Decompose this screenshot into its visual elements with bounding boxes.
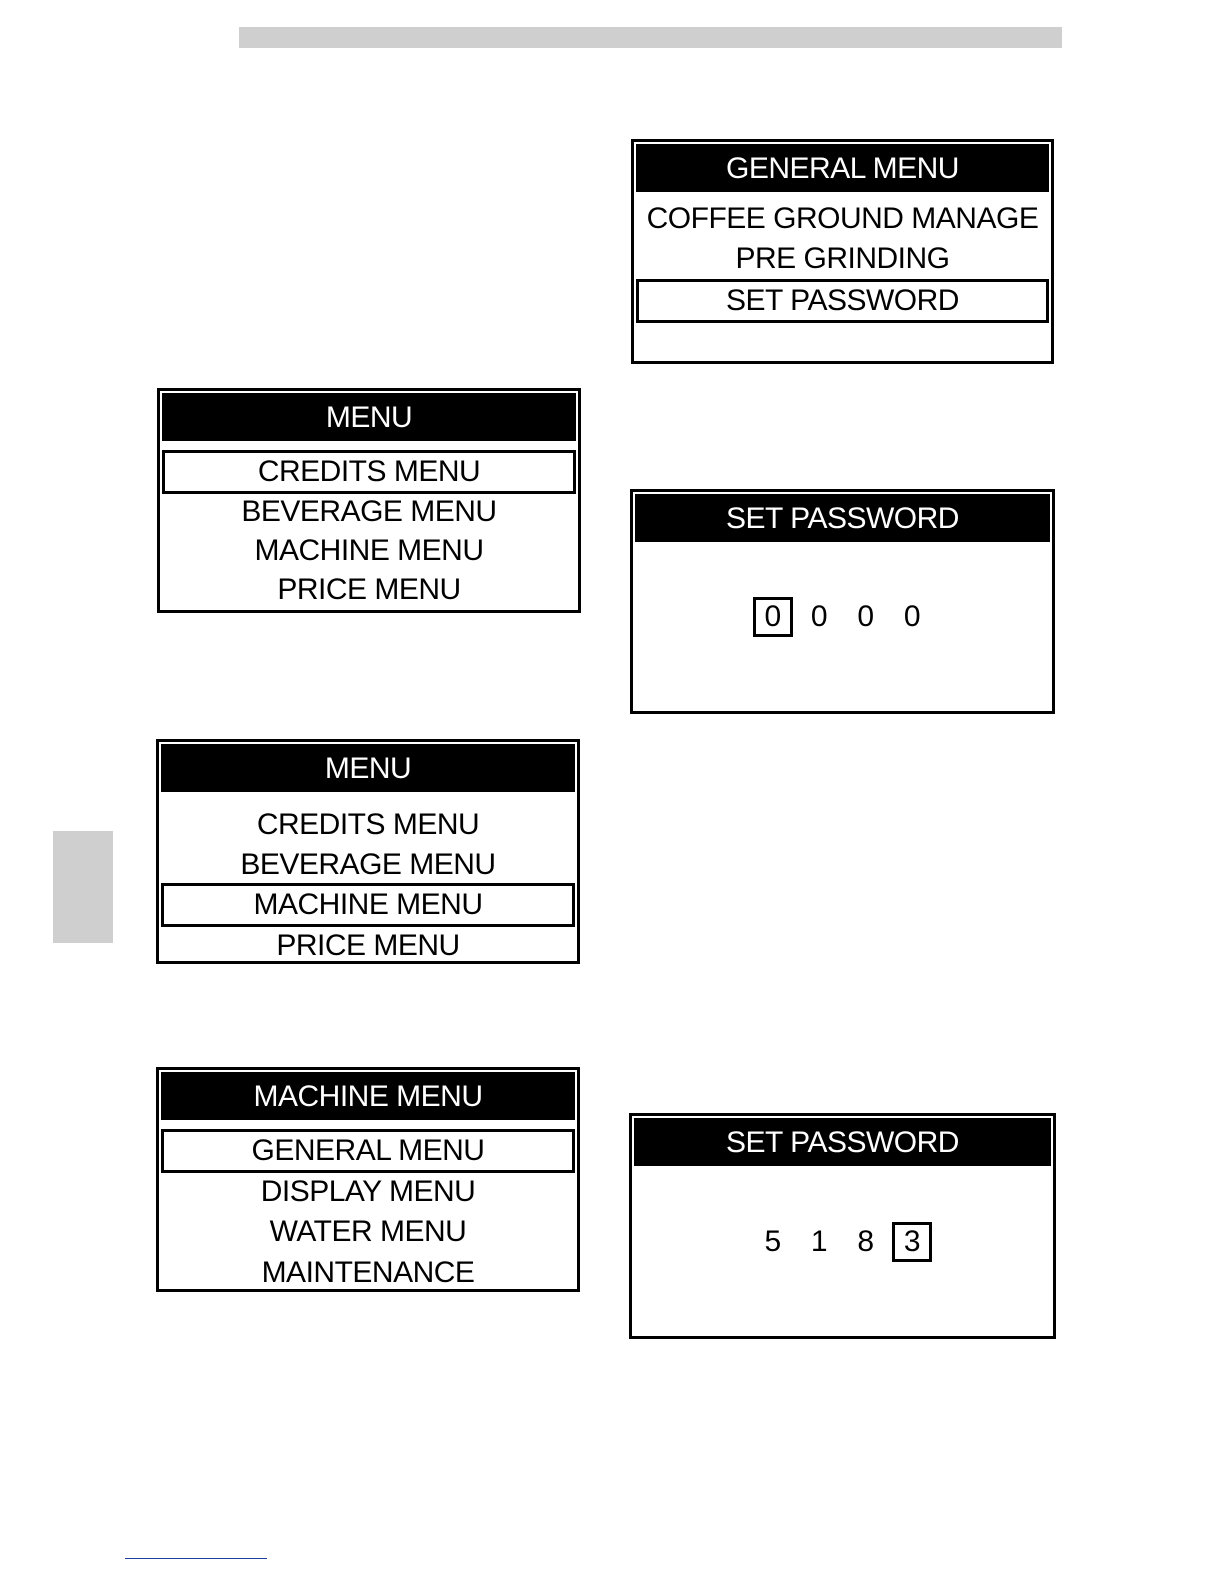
menu-item[interactable]: CREDITS MENU bbox=[161, 805, 575, 845]
menu-item-selected[interactable]: MACHINE MENU bbox=[161, 883, 575, 927]
password-digit[interactable]: 1 bbox=[799, 1222, 839, 1262]
menu-item-selected[interactable]: CREDITS MENU bbox=[162, 450, 576, 494]
menu-item-selected[interactable]: SET PASSWORD bbox=[636, 279, 1049, 323]
password-digit[interactable]: 8 bbox=[846, 1222, 886, 1262]
password-digits: 5 1 8 3 bbox=[632, 1222, 1053, 1262]
menu-screen: MENU CREDITS MENU BEVERAGE MENU MACHINE … bbox=[157, 388, 581, 613]
password-digit-selected[interactable]: 0 bbox=[753, 597, 793, 637]
set-password-screen: SET PASSWORD 0 0 0 0 bbox=[630, 489, 1055, 714]
password-digit[interactable]: 5 bbox=[753, 1222, 793, 1262]
password-digits: 0 0 0 0 bbox=[633, 597, 1052, 637]
screen-title: MENU bbox=[161, 744, 575, 792]
set-password-screen: SET PASSWORD 5 1 8 3 bbox=[629, 1113, 1056, 1339]
screen-title: SET PASSWORD bbox=[634, 1118, 1051, 1166]
footer-rule bbox=[125, 1558, 267, 1559]
page-header-band bbox=[239, 27, 1062, 48]
menu-item-selected[interactable]: GENERAL MENU bbox=[161, 1129, 575, 1173]
password-digit[interactable]: 0 bbox=[846, 597, 886, 637]
menu-item[interactable]: BEVERAGE MENU bbox=[162, 492, 576, 532]
menu-item[interactable]: COFFEE GROUND MANAGE bbox=[636, 199, 1049, 239]
screen-title: MENU bbox=[162, 393, 576, 441]
menu-item[interactable]: PRICE MENU bbox=[162, 570, 576, 610]
machine-menu-screen: MACHINE MENU GENERAL MENU DISPLAY MENU W… bbox=[156, 1067, 580, 1292]
screen-title: MACHINE MENU bbox=[161, 1072, 575, 1120]
menu-item[interactable]: PRICE MENU bbox=[161, 926, 575, 966]
menu-screen: MENU CREDITS MENU BEVERAGE MENU MACHINE … bbox=[156, 739, 580, 964]
screen-title: SET PASSWORD bbox=[635, 494, 1050, 542]
side-chapter-tab bbox=[53, 831, 113, 943]
password-digit[interactable]: 0 bbox=[892, 597, 932, 637]
menu-item[interactable]: WATER MENU bbox=[161, 1212, 575, 1252]
password-digit[interactable]: 0 bbox=[799, 597, 839, 637]
general-menu-screen: GENERAL MENU COFFEE GROUND MANAGE PRE GR… bbox=[631, 139, 1054, 364]
menu-item[interactable]: MAINTENANCE bbox=[161, 1253, 575, 1293]
menu-item[interactable]: DISPLAY MENU bbox=[161, 1172, 575, 1212]
menu-item[interactable]: BEVERAGE MENU bbox=[161, 845, 575, 885]
menu-item[interactable]: PRE GRINDING bbox=[636, 239, 1049, 279]
menu-item[interactable]: MACHINE MENU bbox=[162, 531, 576, 571]
screen-title: GENERAL MENU bbox=[636, 144, 1049, 192]
password-digit-selected[interactable]: 3 bbox=[892, 1222, 932, 1262]
